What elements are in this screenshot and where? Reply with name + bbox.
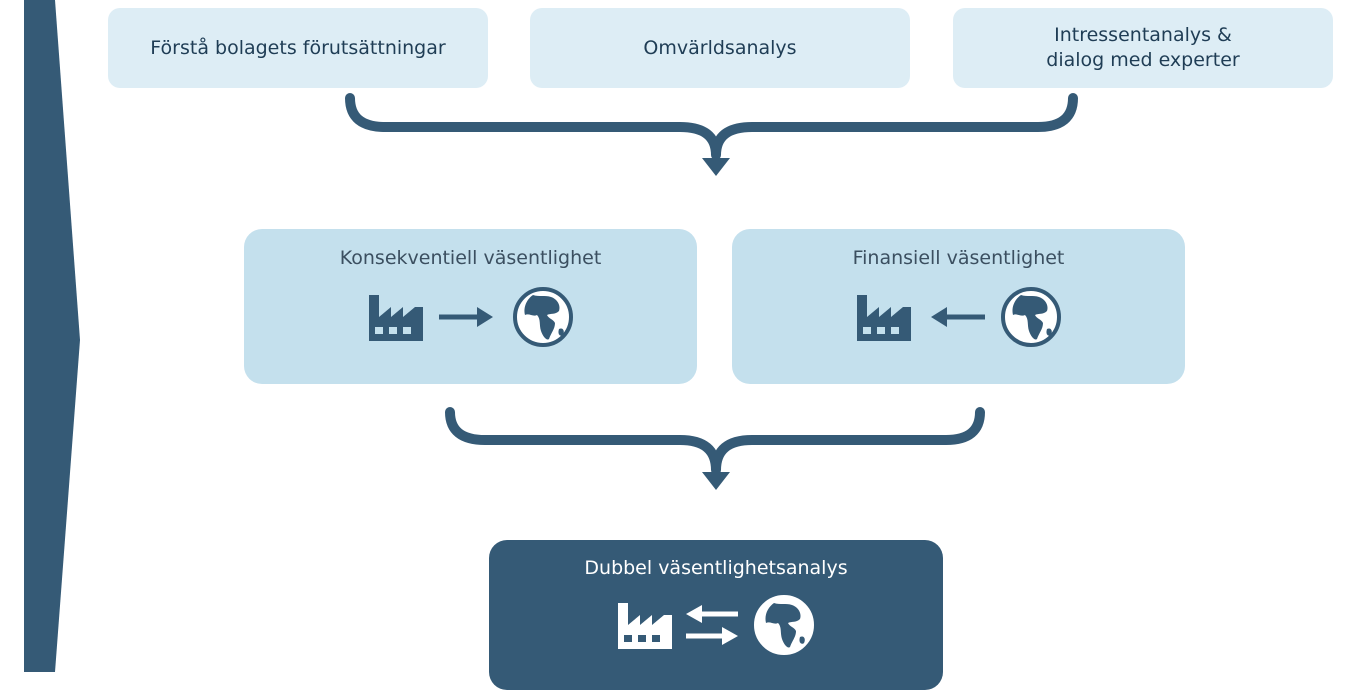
double-icon-row [616, 593, 816, 657]
financial-icon-row [855, 285, 1063, 349]
impact-materiality-box: Konsekventiell väsentlighet [244, 229, 697, 384]
input-box-company: Förstå bolagets förutsättningar [108, 8, 488, 88]
arrow-right-icon [438, 307, 493, 327]
connectors [345, 93, 1078, 490]
input-box-environment: Omvärldsanalys [530, 8, 910, 88]
double-materiality-title: Dubbel väsentlighetsanalys [584, 557, 848, 579]
factory-icon [618, 603, 672, 649]
globe-icon [1000, 287, 1061, 347]
financial-materiality-title: Finansiell väsentlighet [852, 247, 1065, 269]
top-bracket [345, 93, 1078, 160]
input-label-stakeholders: Intressentanalys & dialog med experter [1046, 24, 1240, 71]
mid-bracket-arrowhead [702, 472, 730, 490]
mid-bracket [445, 407, 985, 475]
impact-icon-row [367, 285, 575, 349]
input-label-company: Förstå bolagets förutsättningar [150, 36, 446, 59]
globe-icon [512, 287, 573, 347]
financial-materiality-box: Finansiell väsentlighet [732, 229, 1185, 384]
double-arrow-icon [686, 605, 738, 645]
arrow-left-icon [930, 307, 985, 327]
double-materiality-box: Dubbel väsentlighetsanalys [489, 540, 943, 690]
globe-icon [754, 595, 814, 655]
input-label-environment: Omvärldsanalys [643, 36, 797, 59]
value-chain-sidebar: Värdekedjan [0, 0, 80, 672]
factory-icon [368, 295, 423, 341]
value-chain-chevron [24, 0, 80, 672]
factory-icon [856, 295, 911, 341]
input-box-stakeholders: Intressentanalys & dialog med experter [953, 8, 1333, 88]
top-bracket-arrowhead [702, 158, 730, 176]
impact-materiality-title: Konsekventiell väsentlighet [339, 247, 602, 269]
